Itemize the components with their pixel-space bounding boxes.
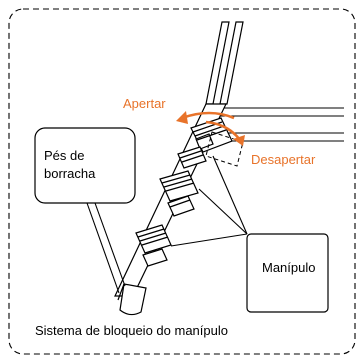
knob-lower [135, 224, 172, 267]
pole-upper [205, 21, 244, 105]
rubber-feet-label-line1: Pés de [44, 148, 84, 163]
rotation-arrows [176, 111, 245, 146]
knob-box [246, 233, 329, 313]
knob-middle [159, 170, 199, 217]
highlight-dashed-box [205, 131, 244, 167]
loosen-label: Desapertar [251, 152, 316, 167]
rubber-foot [117, 283, 147, 316]
diagram-caption: Sistema de bloqueio do manípulo [35, 323, 228, 338]
knob-callout [170, 155, 329, 313]
tighten-label: Apertar [123, 96, 166, 111]
knob-top [177, 117, 233, 169]
knob-label: Manípulo [262, 260, 315, 275]
rubber-feet-callout [34, 127, 136, 294]
rubber-feet-box [34, 127, 136, 204]
tighten-arrowhead [176, 111, 188, 124]
rubber-feet-label-line2: borracha [44, 166, 96, 181]
loosen-arrowhead [233, 135, 245, 146]
